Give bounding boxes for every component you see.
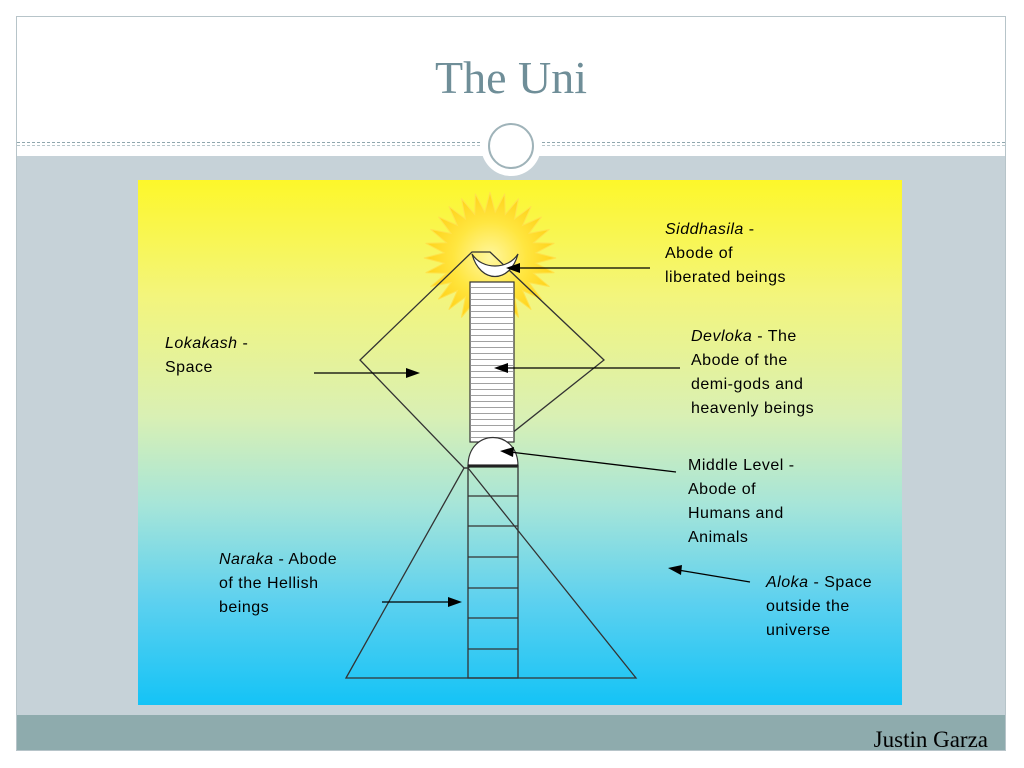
devloka-hatching bbox=[470, 282, 514, 442]
naraka-levels bbox=[468, 495, 518, 650]
middle-level-line-3: Humans and bbox=[688, 505, 784, 522]
aloka-name: Aloka bbox=[766, 574, 809, 591]
middle-level-label: Middle Level - Abode of Humans and Anima… bbox=[688, 454, 795, 550]
devloka-arrow bbox=[494, 363, 680, 373]
siddhasila-label: Siddhasila - Abode of liberated beings bbox=[665, 218, 786, 290]
middle-level-line-2: Abode of bbox=[688, 481, 757, 498]
slide-title: The Uni bbox=[434, 52, 587, 103]
sun-burst bbox=[423, 191, 557, 325]
aloka-first-rest: - Space bbox=[808, 574, 873, 591]
devloka-label: Devloka - The Abode of the demi-gods and… bbox=[691, 325, 814, 421]
naraka-name: Naraka bbox=[219, 551, 274, 568]
middle-level-arrow bbox=[500, 447, 677, 473]
lokakash-arrow bbox=[314, 368, 420, 378]
aloka-line-2: universe bbox=[766, 622, 831, 639]
siddhasila-name: Siddhasila bbox=[665, 221, 744, 238]
siddhasila-sep: - bbox=[743, 221, 755, 238]
lokakash-label: Lokakash - Space bbox=[165, 332, 248, 380]
naraka-line-2: beings bbox=[219, 599, 270, 616]
siddhasila-line-1: Abode of bbox=[665, 245, 734, 262]
siddhasila-arrow bbox=[506, 263, 650, 273]
aloka-line-1: outside the bbox=[766, 598, 850, 615]
universe-diagram-svg bbox=[138, 180, 902, 705]
siddhasila-line-2: liberated beings bbox=[665, 269, 786, 286]
naraka-arrow bbox=[382, 597, 462, 607]
devloka-line-3: heavenly beings bbox=[691, 400, 815, 417]
middle-level-dome bbox=[467, 436, 519, 467]
aloka-arrow bbox=[668, 565, 751, 583]
naraka-first-rest: - Abode bbox=[273, 551, 338, 568]
middle-level-line-4: Animals bbox=[688, 529, 749, 546]
lower-triangle bbox=[344, 467, 638, 679]
naraka-label: Naraka - Abode of the Hellish beings bbox=[219, 548, 337, 620]
universe-diagram: Siddhasila - Abode of liberated beings D… bbox=[138, 180, 902, 705]
footer-band bbox=[17, 715, 1005, 750]
siddhasila-crescent bbox=[471, 253, 519, 278]
devloka-name: Devloka bbox=[691, 328, 753, 345]
lokakash-name: Lokakash bbox=[165, 335, 238, 352]
naraka-line-1: of the Hellish bbox=[219, 575, 319, 592]
lokakash-sep: - bbox=[237, 335, 249, 352]
aloka-label: Aloka - Space outside the universe bbox=[766, 571, 872, 643]
footer-author: Justin Garza bbox=[873, 727, 988, 752]
middle-level-line-1: Middle Level - bbox=[688, 457, 795, 474]
devloka-line-1: Abode of the bbox=[691, 352, 788, 369]
devloka-first-rest: - The bbox=[752, 328, 797, 345]
title-ornament-ring bbox=[488, 123, 534, 169]
lokakash-line-1: Space bbox=[165, 359, 213, 376]
naraka-column bbox=[467, 465, 519, 679]
devloka-line-2: demi-gods and bbox=[691, 376, 804, 393]
